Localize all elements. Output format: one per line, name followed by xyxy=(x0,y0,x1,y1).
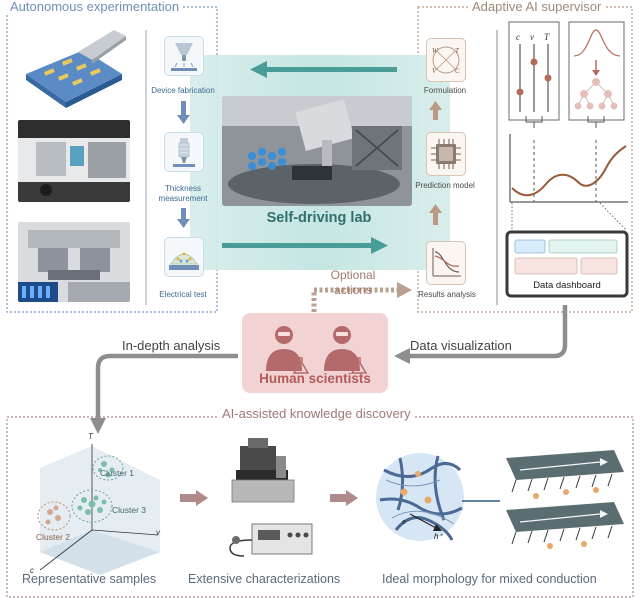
formulation-letter-t: T xyxy=(455,47,460,55)
formulation-label: Formulation xyxy=(423,86,467,95)
optional-actions-line2: actions xyxy=(333,283,373,297)
objective-curve xyxy=(511,145,627,197)
autonomous-panel-title: Autonomous experimentation xyxy=(6,0,184,14)
morphology-slab xyxy=(506,450,624,549)
discovery-panel-title: AI-assisted knowledge discovery xyxy=(218,406,415,421)
device-chip-image xyxy=(18,22,130,110)
thickness-step xyxy=(164,132,204,172)
in-depth-analysis-arrow xyxy=(95,353,238,420)
robot-lab-image xyxy=(222,96,412,206)
cluster3-label: Cluster 3 xyxy=(112,505,147,515)
electron-carrier-label: e⁻ xyxy=(402,519,410,526)
axis-v-label: v xyxy=(156,528,160,537)
cluster1-label: Cluster 1 xyxy=(100,468,135,478)
formulation-icon: W T V C xyxy=(426,38,466,82)
extensive-characterizations-caption: Extensive characterizations xyxy=(188,572,341,586)
cluster2-label: Cluster 2 xyxy=(36,532,71,542)
data-visualization-label: Data visualization xyxy=(410,338,512,353)
thickness-instrument-image xyxy=(18,120,130,202)
characterization-instruments xyxy=(229,438,313,557)
in-depth-analysis-label: In-depth analysis xyxy=(122,338,221,353)
scientists-icon xyxy=(266,326,368,374)
human-scientists-label: Human scientists xyxy=(259,371,371,386)
bottom-teal-arrow-head xyxy=(371,237,388,254)
axis-c-label: c xyxy=(30,566,34,575)
results-analysis-icon xyxy=(426,241,466,285)
electrical-test-step xyxy=(164,237,204,277)
formulation-letter-w: W xyxy=(432,47,439,55)
supervisor-panel-title: Adaptive AI supervisor xyxy=(468,0,606,14)
electrical-probe-image xyxy=(18,222,130,302)
bottom-teal-arrow-shaft xyxy=(222,243,372,248)
human-scientists-box: Human scientists xyxy=(242,313,388,393)
data-visualization-arrow xyxy=(408,305,568,359)
optional-actions-arrow xyxy=(311,287,398,312)
formulation-letter-v: V xyxy=(432,67,437,75)
results-analysis-label: Results analysis xyxy=(418,290,476,299)
prediction-model-label: Prediction model xyxy=(415,181,475,190)
top-teal-arrow-shaft xyxy=(265,67,397,72)
data-dashboard-label: Data dashboard xyxy=(533,280,601,291)
param-c: c xyxy=(516,32,520,42)
prediction-model-icon xyxy=(426,132,466,176)
param-t: T xyxy=(544,32,550,42)
ideal-morphology-caption: Ideal morphology for mixed conduction xyxy=(382,572,597,586)
top-teal-arrow-head xyxy=(250,61,267,78)
electrical-test-icon xyxy=(164,237,204,277)
thickness-label-line1: Thickness xyxy=(164,184,201,193)
electrical-test-label: Electrical test xyxy=(159,290,207,299)
device-fabrication-step xyxy=(164,36,204,76)
axis-t-label: T xyxy=(88,432,93,441)
device-fabrication-label: Device fabrication xyxy=(151,86,215,95)
hole-carrier-label: h⁺ xyxy=(434,532,443,541)
self-driving-lab-label: Self-driving lab xyxy=(266,210,372,226)
formulation-letter-c: C xyxy=(455,67,460,75)
optional-actions-line1: Optional xyxy=(330,268,376,282)
param-v: v xyxy=(530,32,534,42)
representative-samples-caption: Representative samples xyxy=(22,572,157,586)
cluster-plot xyxy=(37,444,160,575)
fabrication-icon xyxy=(164,36,204,76)
microscope-icon xyxy=(164,132,204,172)
morphology-network xyxy=(376,453,500,541)
thickness-label-line2: measurement xyxy=(158,194,208,203)
